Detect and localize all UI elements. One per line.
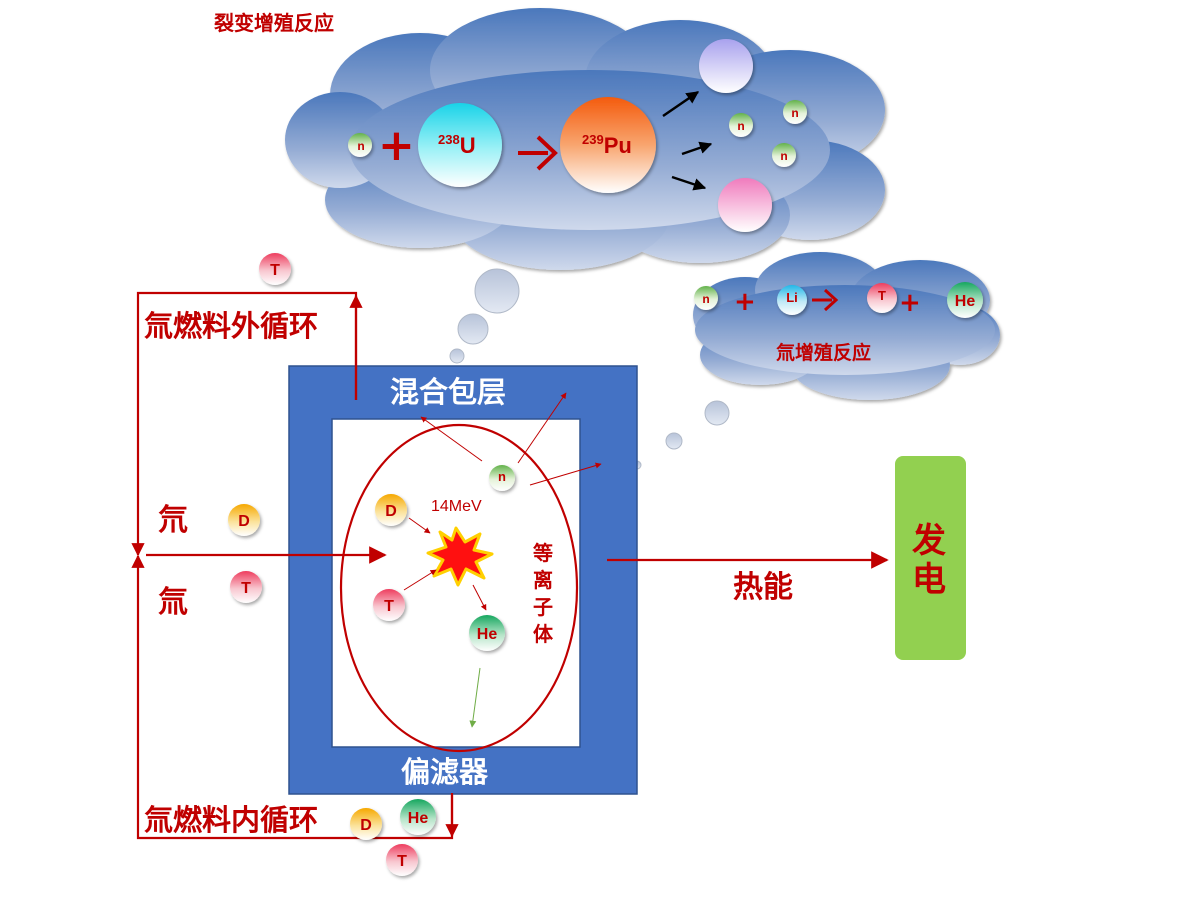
energy-label: 14MeV <box>431 498 482 515</box>
deuterium-input-particle <box>228 504 260 536</box>
t-in-arrow <box>403 569 437 591</box>
neutron-arrow-right <box>529 462 602 486</box>
reactor-deuterium-label: D <box>385 503 397 520</box>
outer-cycle-label: 氚燃料外循环 <box>144 309 318 343</box>
fission-title: 裂变增殖反应 <box>214 11 334 35</box>
reactor-helium <box>469 615 505 651</box>
fission-neutron-label: n <box>737 119 744 133</box>
fusion-burst <box>426 526 494 587</box>
lithium-particle <box>777 285 807 315</box>
plasma-boundary <box>339 423 579 753</box>
plasma-label-3: 子 <box>533 595 553 619</box>
tritium-breeding-cloud <box>693 252 1000 400</box>
breeding-plus-2: + <box>899 288 921 318</box>
fission-neutron-label: n <box>791 106 798 120</box>
power-generator <box>895 456 966 660</box>
heat-label: 热能 <box>733 570 793 605</box>
plasma-label-2: 离 <box>533 568 553 592</box>
inner-cycle-tritium <box>386 844 418 876</box>
breeding-helium <box>947 282 983 318</box>
breeding-neutron-label: n <box>702 292 709 306</box>
generator-label-2: 电 <box>912 560 946 600</box>
capture-arrowhead <box>536 135 558 171</box>
plasma-label-4: 体 <box>533 622 554 646</box>
u-mass-number: 238 <box>438 132 460 147</box>
neutron-particle <box>348 133 372 157</box>
inner-cycle-helium-label: He <box>408 810 429 827</box>
he-out-arrow <box>472 584 487 611</box>
inner-cycle-deuterium-label: D <box>360 817 372 834</box>
d-in-arrow <box>408 517 431 534</box>
plasma-label-1: 等 <box>533 541 553 565</box>
breeding-plus-1: + <box>734 287 756 317</box>
u-symbol: U <box>460 133 476 158</box>
generator-label-1: 发 <box>912 521 946 561</box>
deuterium-input-label: 氘 <box>158 503 188 538</box>
uranium-238-nucleus <box>418 103 502 187</box>
divertor-label: 偏滤器 <box>401 755 489 789</box>
fuel-cycle-lines <box>131 291 889 840</box>
plus-sign: + <box>378 120 415 171</box>
breeding-neutron <box>694 286 718 310</box>
lithium-label: Li <box>786 290 798 305</box>
outer-cycle-tritium <box>259 253 291 285</box>
neutron-label: n <box>357 139 364 153</box>
breeding-helium-label: He <box>955 293 976 310</box>
thought-bubbles <box>449 268 730 470</box>
fission-arrow-upper <box>662 90 700 118</box>
fission-fragment-heavy <box>718 178 772 232</box>
tritium-input-particle <box>230 571 262 603</box>
inner-cycle-label: 氚燃料内循环 <box>144 803 318 837</box>
pu-symbol: Pu <box>604 133 632 158</box>
breeding-arrowhead <box>823 288 839 312</box>
fission-reaction: n + 238U 239Pu n n n <box>348 39 807 232</box>
tritium-breeding-reaction: n + Li T + He <box>694 282 983 318</box>
reactor-tritium <box>373 589 405 621</box>
fission-arrow-middle <box>681 141 713 156</box>
pu-mass-number: 239 <box>582 132 604 147</box>
uranium-238-label: 238U <box>438 132 476 158</box>
inner-cycle-tritium-label: T <box>397 853 407 870</box>
fission-fragment-light <box>699 39 753 93</box>
outer-cycle-tritium-label: T <box>270 262 280 279</box>
inner-cycle-deuterium <box>350 808 382 840</box>
plutonium-239-label: 239Pu <box>582 132 632 158</box>
blanket-label: 混合包层 <box>390 375 506 409</box>
fission-arrow-lower <box>671 175 707 191</box>
reactor-neutron-label: n <box>498 469 506 484</box>
reactor-deuterium <box>375 494 407 526</box>
plutonium-239-nucleus <box>560 97 656 193</box>
tritium-breeding-title: 氚增殖反应 <box>776 341 871 364</box>
fission-neutron-label: n <box>780 149 787 163</box>
breeding-tritium-label: T <box>878 288 886 303</box>
fission-neutrons: n n n <box>729 100 807 167</box>
inner-cycle-helium <box>400 799 436 835</box>
neutron-arrow-left <box>420 416 483 462</box>
breeding-tritium <box>867 283 897 313</box>
deuterium-input-symbol: D <box>238 513 250 530</box>
reactor-tritium-label: T <box>384 598 394 615</box>
neutron-arrow-up <box>517 392 567 464</box>
reactor-helium-label: He <box>477 626 498 643</box>
tritium-input-label: 氚 <box>158 585 188 620</box>
tritium-input-symbol: T <box>241 580 251 597</box>
he-exhaust-arrow <box>469 667 481 728</box>
reactor: 混合包层 偏滤器 等 离 子 体 14MeV n D T He <box>288 365 638 795</box>
reactor-neutron <box>489 465 515 491</box>
